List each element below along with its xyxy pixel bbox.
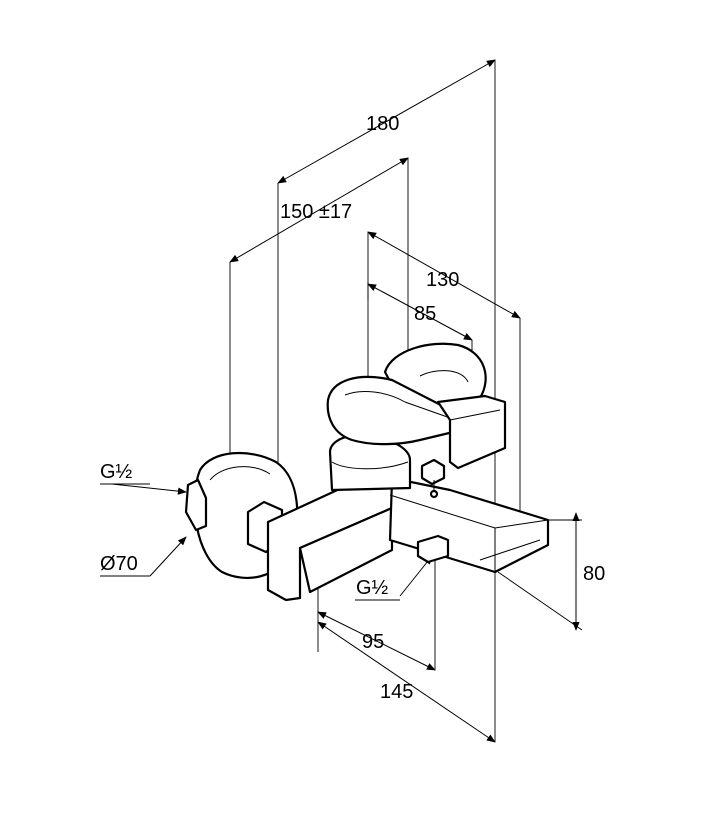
dim-label-150: 150 ±17 [280,201,352,223]
dim-line-130 [367,231,521,319]
dimension-labels: 180 150 ±17 130 85 80 95 145 G½ Ø70 G½ [100,113,605,703]
faucet-body [184,342,550,602]
dim-label-130: 130 [426,269,459,291]
dim-label-145: 145 [380,681,413,703]
lever-blade [436,394,507,470]
dim-label-95: 95 [362,631,384,653]
dim-label-180: 180 [366,113,399,135]
spout [370,472,550,574]
dim-line-145 [317,621,496,743]
label-inlet-thread: G½ [100,461,133,483]
diverter-knob [420,458,446,486]
outlet-thread [416,534,450,564]
dimension-lines [100,59,580,743]
dim-label-85: 85 [414,303,436,325]
lever-handle [326,375,472,446]
inlet-thread [184,478,208,532]
dim-line-85 [367,283,473,341]
dim-label-80: 80 [583,563,605,585]
leader-diameter [149,536,187,577]
label-outlet-thread: G½ [356,577,389,599]
leader-outlet [399,555,433,597]
dim-line-150 [229,157,409,263]
label-diameter: Ø70 [100,553,138,575]
leader-inlet [111,483,187,495]
